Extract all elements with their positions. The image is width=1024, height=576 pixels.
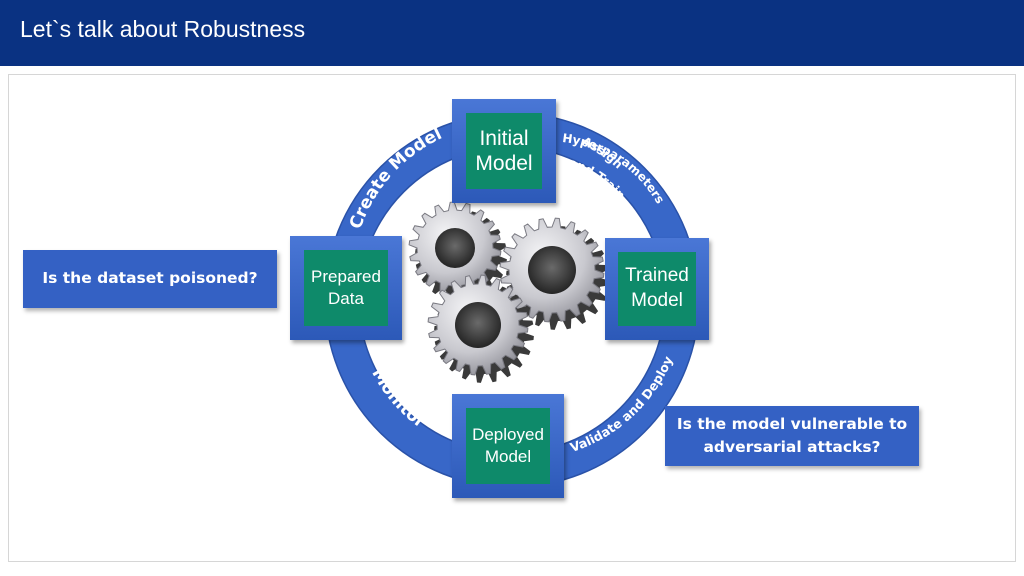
gears-icon bbox=[408, 201, 610, 383]
stage-initial-model: Initial Model bbox=[452, 99, 556, 203]
stage-deployed-label: Deployed Model bbox=[466, 408, 550, 484]
stage-prepared-label: Prepared Data bbox=[304, 250, 388, 326]
stage-trained-model: Trained Model bbox=[605, 238, 709, 340]
arc-label-create-model: Create Model bbox=[346, 124, 445, 232]
gear-hole bbox=[455, 302, 501, 348]
gear-hole bbox=[528, 246, 576, 294]
stage-trained-label: Trained Model bbox=[618, 252, 696, 326]
slide-title: Let`s talk about Robustness bbox=[20, 16, 306, 42]
question-model-vulnerable: Is the model vulnerable to adversarial a… bbox=[665, 406, 919, 466]
stage-deployed-model: Deployed Model bbox=[452, 394, 564, 498]
stage-initial-label: Initial Model bbox=[466, 113, 542, 189]
gear-hole bbox=[435, 228, 475, 268]
stage-prepared-data: Prepared Data bbox=[290, 236, 402, 340]
question-dataset-poisoned: Is the dataset poisoned? bbox=[23, 250, 277, 308]
title-bar: Let`s talk about Robustness bbox=[0, 0, 1024, 66]
